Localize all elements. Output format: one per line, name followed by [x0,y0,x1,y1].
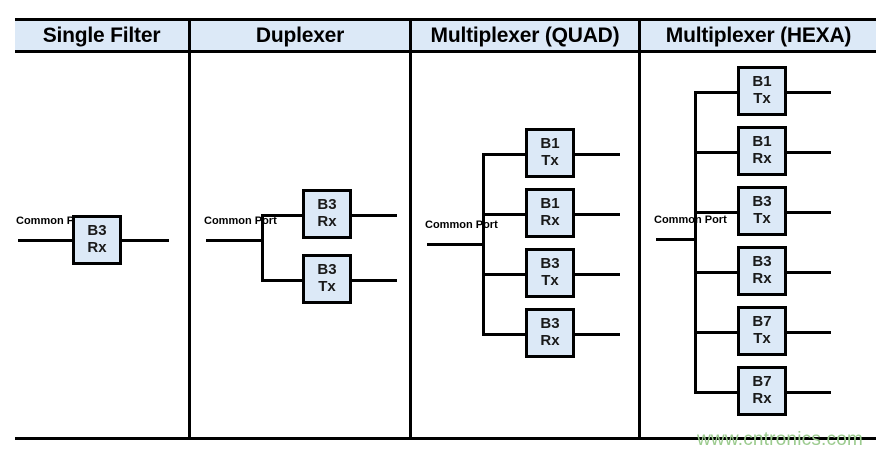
branch-wire-b3-rx [694,271,737,274]
branch-wire-b3-rx [482,333,525,336]
column-header-single-filter: Single Filter [42,24,161,47]
branch-wire-b3-tx [694,211,737,214]
common-port-label-line1: Common [425,219,473,231]
splitter-bus-duplexer [261,214,264,282]
filter-box-b1-rx: B1 Rx [737,126,787,176]
splitter-bus-quad [482,153,485,336]
common-port-label-duplexer: Common Port [204,215,277,227]
common-port-label-line2: Port [475,219,498,231]
filter-box-b3-tx: B3 Tx [525,248,575,298]
branch-wire-b1-rx [482,213,525,216]
output-wire-b1-tx [787,91,831,94]
filter-direction-label: Tx [541,272,559,289]
filter-band-label: B3 [752,193,772,211]
diagram-multiplexer-hexa: Common Port B1 Tx B1 Rx B3 Tx B3 Rx [641,53,876,437]
output-wire-b1-rx [787,151,831,154]
common-port-label-quad: Common Port [425,219,498,231]
filter-box-b1-tx: B1 Tx [525,128,575,178]
filter-band-label: B1 [540,195,560,213]
branch-wire-b3-tx [482,273,525,276]
filter-band-label: B7 [752,373,772,391]
filter-band-label: B3 [540,315,560,333]
common-port-wire-duplexer [206,239,264,242]
output-wire-b3-tx [352,279,397,282]
filter-box-b3-rx: B3 Rx [72,215,122,265]
filter-direction-label: Rx [752,270,772,287]
table-header-row: Single Filter Duplexer Multiplexer (QUAD… [15,18,876,53]
filter-box-b3-rx: B3 Rx [302,189,352,239]
filter-band-label: B3 [317,261,337,279]
column-divider-2 [409,18,412,440]
branch-wire-b1-tx [482,153,525,156]
filter-box-b1-tx: B1 Tx [737,66,787,116]
filter-direction-label: Tx [541,152,559,169]
branch-wire-b7-tx [694,331,737,334]
common-port-label-line2: Port [704,214,727,226]
output-wire-b3-tx [575,273,620,276]
output-wire-b1-rx [575,213,620,216]
branch-wire-b3-tx [261,279,302,282]
common-port-label-line1: Common [204,215,252,227]
filter-band-label: B3 [752,253,772,271]
common-port-wire-hexa [656,238,697,241]
filter-direction-label: Rx [752,150,772,167]
filter-box-b3-tx: B3 Tx [302,254,352,304]
column-divider-1 [188,18,191,440]
filter-direction-label: Tx [318,278,336,295]
output-wire-b7-tx [787,331,831,334]
column-header-duplexer: Duplexer [255,24,345,47]
filter-box-b3-rx: B3 Rx [737,246,787,296]
output-wire-b3-rx [787,271,831,274]
site-watermark: www.cntronics.com [697,429,863,450]
splitter-bus-hexa [694,91,697,241]
common-port-label-line1: Common [654,214,702,226]
diagram-multiplexer-quad: Common Port B1 Tx B1 Rx B3 Tx B3 Rx [412,53,638,437]
filter-direction-label: Tx [753,210,771,227]
output-wire-b3-rx [352,214,397,217]
common-port-label-line2: Port [254,215,277,227]
column-header-multiplexer-hexa: Multiplexer (HEXA) [665,24,852,47]
filter-band-label: B1 [540,135,560,153]
filter-band-label: B3 [540,255,560,273]
filter-direction-label: Tx [753,90,771,107]
filter-box-b7-rx: B7 Rx [737,366,787,416]
column-header-multiplexer-quad: Multiplexer (QUAD) [430,24,620,47]
common-port-label-line1: Common [16,215,64,227]
filter-direction-label: Rx [540,212,560,229]
filter-band-label: B3 [87,222,107,240]
filter-band-label: B3 [317,196,337,214]
branch-wire-b1-tx [694,91,737,94]
filter-box-b3-rx: B3 Rx [525,308,575,358]
branch-wire-b1-rx [694,151,737,154]
filter-direction-label: Tx [753,330,771,347]
diagram-single-filter: Common Port B3 Rx [0,53,188,437]
filter-direction-label: Rx [540,332,560,349]
output-wire-b7-rx [787,391,831,394]
filter-box-b3-tx: B3 Tx [737,186,787,236]
splitter-bus-hexa-lower [694,238,697,394]
common-port-label-hexa: Common Port [654,214,727,226]
filter-direction-label: Rx [752,390,772,407]
filter-band-label: B1 [752,133,772,151]
output-wire-b3-rx [575,333,620,336]
branch-wire-b7-rx [694,391,737,394]
output-wire-b1-tx [575,153,620,156]
diagram-duplexer: Common Port B3 Rx B3 Tx [191,53,409,437]
filter-direction-label: Rx [87,239,107,256]
filter-box-b1-rx: B1 Rx [525,188,575,238]
output-wire-b3-rx [122,239,169,242]
column-divider-3 [638,18,641,440]
table-bottom-rule [15,437,876,440]
filter-band-label: B7 [752,313,772,331]
common-port-wire-quad [427,243,485,246]
filter-box-b7-tx: B7 Tx [737,306,787,356]
branch-wire-b3-rx [261,214,302,217]
output-wire-b3-tx [787,211,831,214]
filter-band-label: B1 [752,73,772,91]
common-port-wire-single-filter [18,239,74,242]
filter-direction-label: Rx [317,213,337,230]
